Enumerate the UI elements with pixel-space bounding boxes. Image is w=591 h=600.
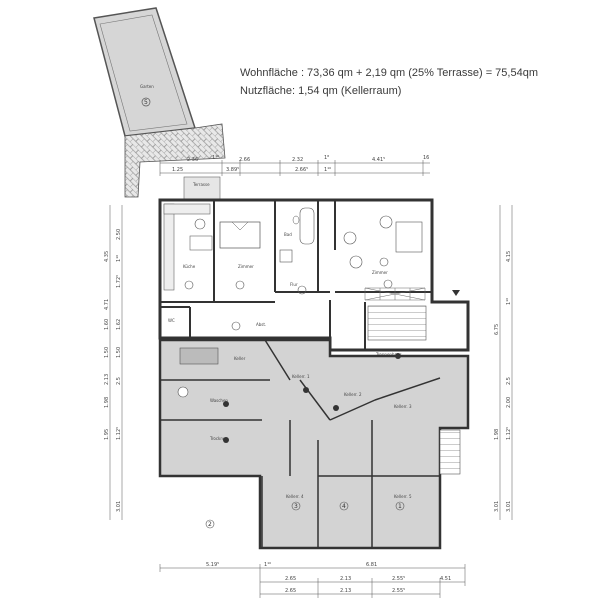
dim-top-3: 2.66 <box>239 157 250 163</box>
bedroom-label: Zimmer <box>238 264 254 269</box>
dim-left-11: 2.5 <box>116 377 122 385</box>
cellar-3-label: Kellerr. 3 <box>394 404 412 409</box>
dim-bottom-2: 1¹⁰ <box>264 562 271 568</box>
marker-1d <box>383 279 393 289</box>
marker-1-label: 1 <box>398 503 402 510</box>
cellar-2-label: Kellerr. 2 <box>344 392 362 397</box>
apartment-floor: Küche Zimmer Bad Zimmer Flur WC Abst. Tr… <box>158 198 470 357</box>
dim-left-2: 1¹⁰ <box>116 255 122 262</box>
dim-bottom-7: 4.51 <box>440 576 451 582</box>
dim-bottom-10: 2.55⁵ <box>392 588 405 594</box>
dim-right-6: 1.98 <box>494 429 500 440</box>
dim-left-15: 3.01 <box>116 501 122 512</box>
bath-label: Bad <box>284 232 292 237</box>
dim-right-4: 2.00 <box>506 397 512 408</box>
dim-right-8: 3.01 <box>494 501 500 512</box>
dim-left-9: 1.50 <box>116 347 122 358</box>
dim-top-10: 2.66⁵ <box>295 167 308 173</box>
cellar-5-label: Kellerr. 5 <box>394 494 412 499</box>
cellar-1-label: Kellerr. 1 <box>292 374 310 379</box>
dim-bottom-4: 2.65 <box>285 576 296 582</box>
hall-label: Flur <box>290 282 298 287</box>
terrace-area: Terrasse <box>124 123 226 202</box>
dim-left-14: 1.12⁵ <box>116 427 122 440</box>
bottom-dimensions <box>159 564 466 598</box>
terrace-label: Terrasse <box>192 182 210 187</box>
usable-area-text: Nutzfläche: 1,54 qm (Kellerraum) <box>240 85 402 97</box>
dim-left-3: 4.35 <box>104 251 110 262</box>
dim-right-9: 3.01 <box>506 501 512 512</box>
storage-label: Abst. <box>256 322 266 327</box>
marker-5-label: 5 <box>144 99 148 106</box>
cellar-b-label: Waschen <box>210 398 228 403</box>
dim-left-6: 1.60 <box>104 319 110 330</box>
kitchen-label: Küche <box>183 264 196 269</box>
marker-4 <box>339 501 349 511</box>
dim-top-9: 3.89⁵ <box>226 167 239 173</box>
wc-label: WC <box>168 318 175 323</box>
dim-left-8: 1.50 <box>104 347 110 358</box>
dim-right-1: 4.15 <box>506 251 512 262</box>
marker-1f <box>395 501 405 511</box>
marker-1a <box>184 280 194 290</box>
dim-right-3: 6.75 <box>494 324 500 335</box>
cellar-a-label: Keller <box>234 356 246 361</box>
marker-2 <box>205 519 215 529</box>
dim-top-11: 1¹⁰ <box>324 167 331 173</box>
dim-top-5: 1⁸ <box>324 155 329 161</box>
dim-top-2: 1¹⁰ <box>212 155 219 161</box>
dim-left-5: 4.71 <box>104 299 110 310</box>
dim-top-4: 2.32 <box>292 157 303 163</box>
dim-bottom-8: 2.65 <box>285 588 296 594</box>
top-dimensions <box>159 160 430 176</box>
dim-bottom-3: 6.81 <box>366 562 377 568</box>
left-dimensions <box>109 205 123 520</box>
marker-1e <box>231 321 241 331</box>
living-label: Zimmer <box>372 270 388 275</box>
dim-left-1: 2.50 <box>116 229 122 240</box>
marker-1c <box>297 285 307 295</box>
marker-1b <box>235 280 245 290</box>
right-dimensions <box>499 205 513 520</box>
dim-left-7: 1.62 <box>116 319 122 330</box>
cellar-4-label: Kellerr. 4 <box>286 494 304 499</box>
dim-top-1: 2.36 <box>187 157 198 163</box>
marker-3-label: 3 <box>294 503 298 510</box>
garden-area: Garten 5 <box>93 7 196 137</box>
dim-top-8: 1.25 <box>172 167 183 173</box>
stairwell-label: Treppenhaus <box>375 352 402 357</box>
dim-bottom-5: 2.13 <box>340 576 351 582</box>
dim-right-7: 1.12⁵ <box>506 427 512 440</box>
dim-right-5: 2.5 <box>506 377 512 385</box>
dim-top-7: 16 <box>423 155 429 161</box>
dim-left-12: 1.98 <box>104 397 110 408</box>
marker-3 <box>291 501 301 511</box>
dim-bottom-1: 5.19⁵ <box>206 562 219 568</box>
marker-4-label: 4 <box>342 503 346 510</box>
cellar-c-label: Trocknen <box>209 436 228 441</box>
dim-right-2: 1¹⁰ <box>506 298 512 305</box>
garden-label: Garten <box>140 84 154 89</box>
dim-left-10: 2.13 <box>104 374 110 385</box>
dim-left-4: 1.72⁵ <box>116 275 122 288</box>
dim-left-13: 1.95 <box>104 429 110 440</box>
dim-top-6: 4.41⁵ <box>372 157 385 163</box>
dim-bottom-6: 2.55⁵ <box>392 576 405 582</box>
dim-bottom-9: 2.13 <box>340 588 351 594</box>
marker-2-label: 2 <box>208 521 212 528</box>
marker-5 <box>141 97 151 107</box>
living-area-text: Wohnfläche : 73,36 qm + 2,19 qm (25% Ter… <box>240 67 538 79</box>
cellar-floor: Keller Waschen Trocknen Kellerr. 1 Kelle… <box>158 338 470 550</box>
